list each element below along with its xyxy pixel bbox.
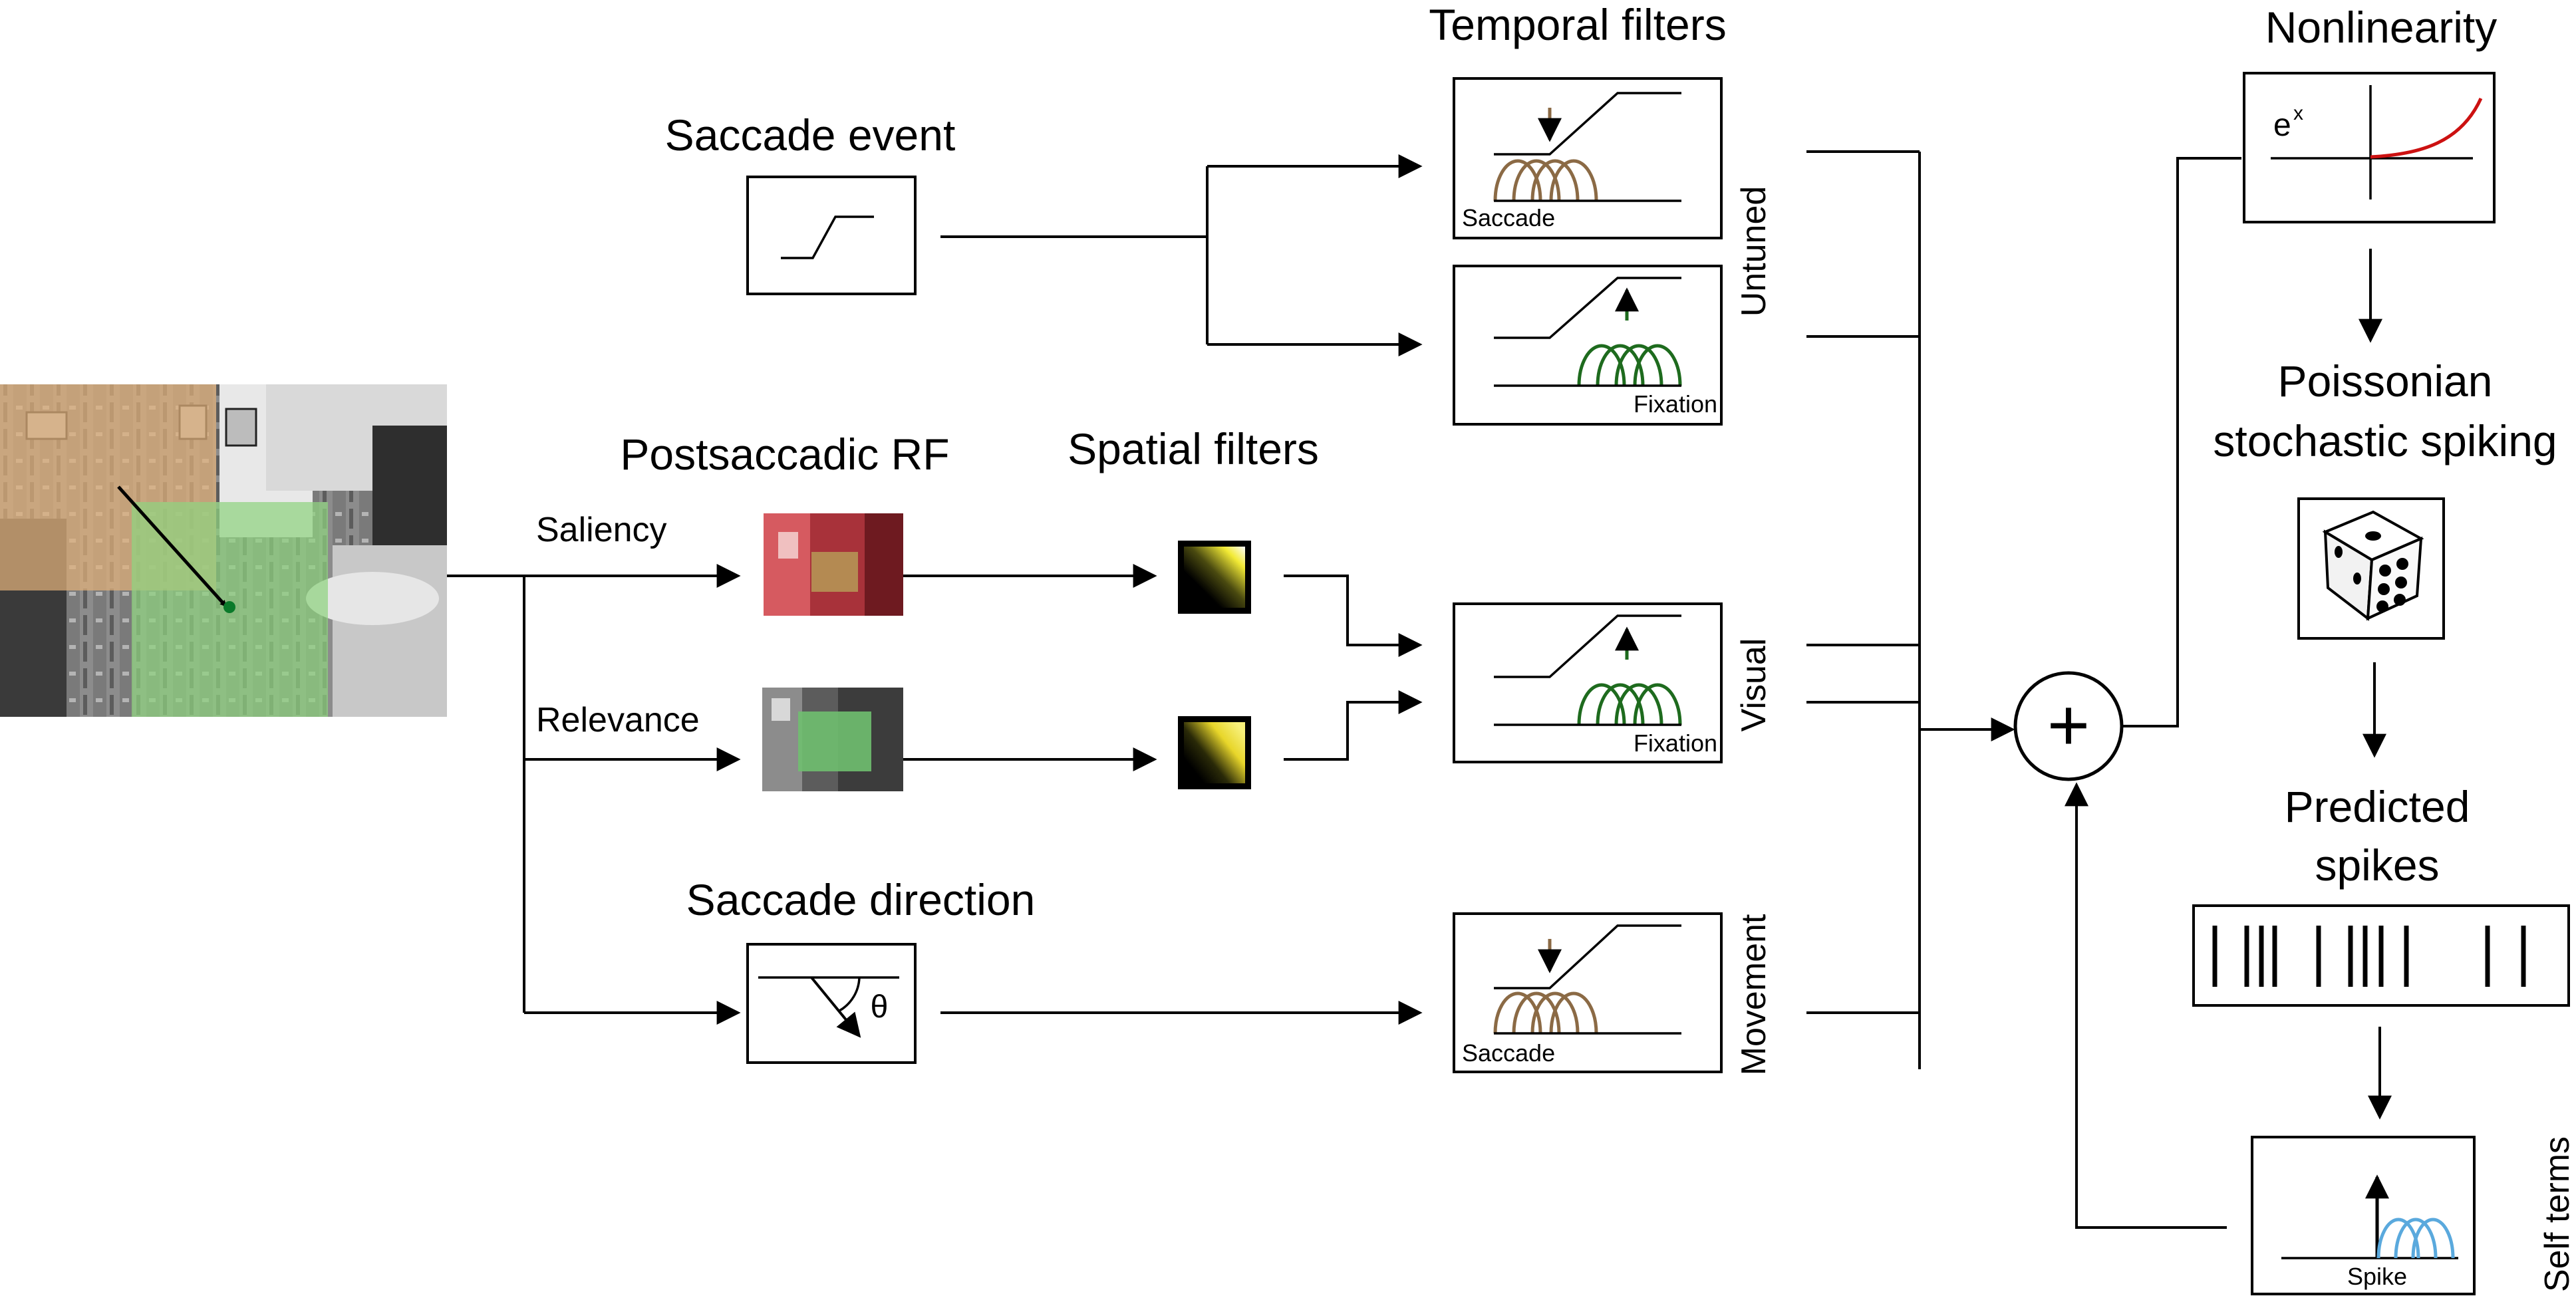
saccade-event-box: [746, 176, 917, 295]
summation-node: +: [2013, 671, 2124, 781]
summation-icon: +: [2047, 684, 2090, 766]
temporal-filter-untuned-saccade: Saccade: [1453, 77, 1723, 239]
spike-basis-label: Spike: [2347, 1263, 2407, 1290]
movement-label: Movement: [1735, 914, 1773, 1075]
predicted-title-line2: spikes: [2315, 841, 2439, 890]
dice-icon: [2322, 510, 2424, 621]
exp-power: x: [2293, 102, 2303, 124]
spatial-filter-saliency: [1178, 541, 1251, 614]
spatial-filters-title: Spatial filters: [1068, 424, 1319, 473]
exp-base: e: [2273, 108, 2291, 143]
theta-symbol: θ: [871, 989, 889, 1025]
spike-train: [2212, 926, 2526, 987]
saccade-direction-title: Saccade direction: [686, 875, 1036, 924]
temporal-filter-movement-saccade: Saccade: [1453, 912, 1723, 1073]
self-terms-label: Self terms: [2538, 1136, 2576, 1292]
saccade-event-lines: [940, 154, 1423, 356]
temporal-filters-title: Temporal filters: [1429, 0, 1726, 49]
untuned-label: Untuned: [1735, 186, 1773, 317]
spatial-filter-relevance: [1178, 716, 1251, 789]
relevance-rf-thumbnail: [762, 688, 903, 791]
scene-image: [0, 384, 447, 717]
input-branch-lines: [447, 564, 741, 1025]
nonlinearity-title: Nonlinearity: [2265, 3, 2498, 52]
sum-to-nonlinearity-line: [2122, 157, 2241, 727]
dice-box: [2297, 497, 2445, 640]
self-feedback-line: [2065, 782, 2227, 1229]
poissonian-title-line1: Poissonian: [2278, 356, 2493, 406]
predicted-title-line1: Predicted: [2285, 782, 2470, 831]
saccade-direction-box: θ: [746, 943, 917, 1064]
temporal-filter-visual-fixation: Fixation: [1453, 602, 1723, 763]
postsaccadic-rf-title: Postsaccadic RF: [620, 430, 949, 479]
predicted-spikes-box: [2192, 904, 2570, 1007]
fixation-basis-label-visual: Fixation: [1634, 729, 1717, 757]
saliency-label: Saliency: [536, 511, 667, 549]
temporal-filter-untuned-fixation: Fixation: [1453, 265, 1723, 426]
spatial-to-visual-lines: [1284, 575, 1423, 761]
nonlinearity-box: e x: [2243, 72, 2496, 223]
visual-label: Visual: [1735, 638, 1773, 732]
fixation-basis-label-untuned: Fixation: [1634, 390, 1717, 418]
self-terms-box: Spike: [2251, 1136, 2476, 1295]
collector-bus: [1806, 150, 2015, 1069]
saliency-rf-thumbnail: [764, 513, 903, 616]
saccade-basis-label: Saccade: [1462, 204, 1555, 231]
poissonian-title-line2: stochastic spiking: [2213, 416, 2557, 465]
relevance-label: Relevance: [536, 701, 700, 739]
saccade-basis-label-movement: Saccade: [1462, 1039, 1555, 1067]
saccade-event-title: Saccade event: [665, 110, 956, 160]
